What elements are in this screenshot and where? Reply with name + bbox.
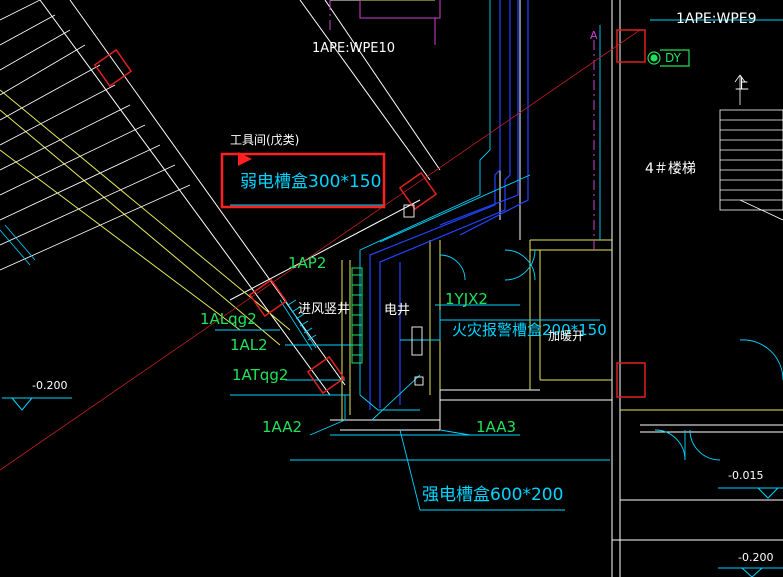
label-level-right-mid: -0.015 — [728, 469, 764, 482]
yellow-walls — [0, 0, 783, 420]
label-wpe10: 1APE:WPE10 — [312, 41, 396, 56]
axis-lines — [329, 0, 595, 250]
dy-marker — [647, 49, 690, 67]
level-markers — [2, 397, 783, 577]
door-swings — [439, 249, 783, 461]
magenta-lines — [359, 0, 441, 45]
wall-lines — [39, 0, 783, 577]
label-dy: DY — [665, 51, 681, 65]
stair-right — [719, 74, 783, 221]
label-wpe9: 1APE:WPE9 — [676, 11, 757, 27]
cyan-lines — [215, 0, 783, 511]
label-aa2: 1AA2 — [262, 418, 303, 436]
label-riser-box: 加暖开 — [548, 329, 585, 343]
label-stair-up: 上 — [735, 77, 749, 93]
columns — [93, 29, 646, 398]
green-hatch — [351, 267, 363, 364]
shaft-boxes — [403, 204, 424, 386]
red-grid — [0, 29, 641, 471]
highlight-box — [220, 152, 386, 209]
label-fire-tray: 火灾报警槽盒200*150 — [452, 321, 607, 339]
stair-hatch-left — [0, 0, 191, 271]
blue-trays — [369, 0, 529, 410]
label-fan-shaft: 进风竖井 — [298, 302, 351, 317]
label-al2: 1AL2 — [230, 336, 268, 354]
flag-icon — [238, 152, 252, 166]
stair-shaft-hatch — [279, 297, 317, 351]
label-jx2: 1YJX2 — [445, 290, 488, 308]
label-alqg2: 1ALqg2 — [200, 310, 257, 328]
stair-hatch-left-cyan — [0, 224, 36, 266]
label-atqg2: 1ATqg2 — [232, 366, 289, 384]
label-level-right-bottom: -0.200 — [738, 551, 774, 564]
label-stair-4: 4＃楼梯 — [645, 161, 696, 177]
label-ap2: 1AP2 — [288, 254, 327, 272]
label-level-left: -0.200 — [32, 379, 68, 392]
label-axis-a: A — [590, 29, 598, 42]
label-strong-tray: 强电槽盒600*200 — [422, 485, 564, 505]
label-elec-shaft: 电井 — [384, 303, 411, 318]
label-aa3: 1AA3 — [476, 418, 517, 436]
label-weak-tray: 弱电槽盒300*150 — [240, 172, 382, 192]
label-room-tool: 工具间(戊类) — [230, 133, 300, 147]
